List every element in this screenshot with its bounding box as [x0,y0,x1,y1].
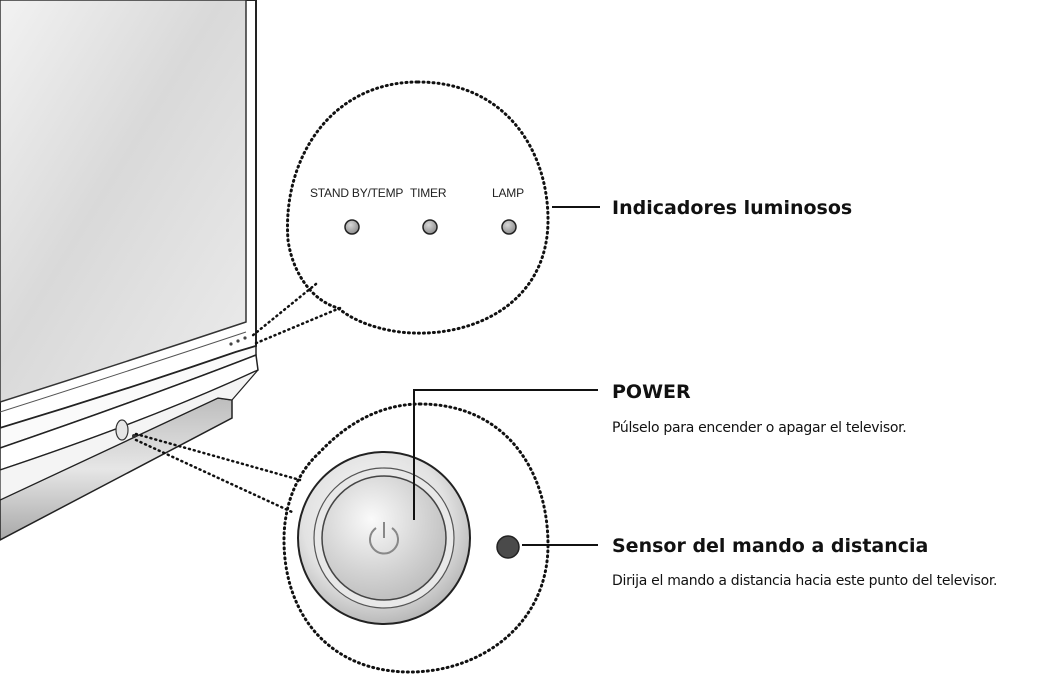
power-connector-upper [134,432,302,482]
power-callout-description: Púlselo para encender o apagar el televi… [612,420,906,436]
power-connector-lower [134,438,294,514]
timer-label: TIMER [410,186,447,200]
tv-bezel-line [0,331,247,413]
power-icon [369,522,399,555]
power-callout-title: POWER [612,381,691,403]
sensor-callout-description: Dirija el mando a distancia hacia este p… [612,573,997,589]
tv-stand-front [0,369,259,501]
sensor-callout-title: Sensor del mando a distancia [612,535,928,557]
tv-led-row [229,336,247,346]
tv-power-button [115,419,129,441]
standby-temp-label: STAND BY/TEMP [310,186,403,200]
indicator-connector-upper [250,282,318,338]
power-magnifier-outline [282,402,550,674]
indicator-magnifier-outline [285,80,550,335]
power-magnifier [134,402,550,674]
indicator-magnifier: STAND BY/TEMP TIMER LAMP [250,80,550,346]
power-callout-line [413,389,598,520]
tv-screen [0,0,247,403]
indicator-callout-title: Indicadores luminosos [612,197,852,219]
standby-led [344,219,360,235]
lamp-led [501,219,517,235]
tv-illustration [0,0,259,541]
remote-sensor [496,535,520,559]
timer-led [422,219,438,235]
lamp-label: LAMP [492,186,524,200]
indicator-connector-lower [252,306,342,346]
